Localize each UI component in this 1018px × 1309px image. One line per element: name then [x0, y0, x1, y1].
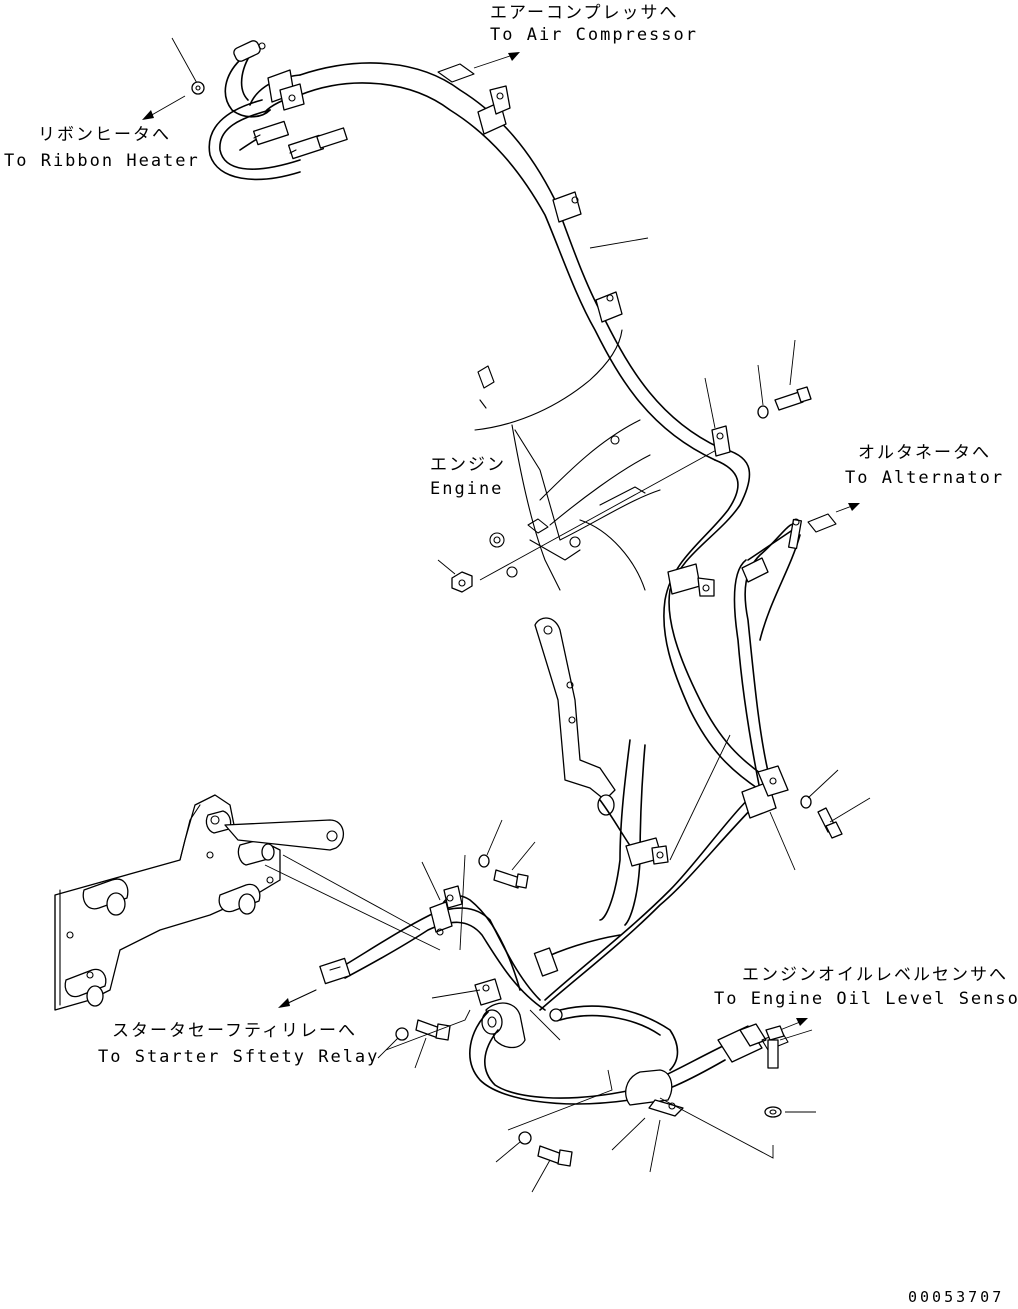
starter-relay-branch [278, 885, 621, 1011]
alternator-label: オルタネータへ To Alternator [845, 443, 1004, 488]
main-harness-middle [663, 425, 771, 791]
drawing-number: 00053707 [908, 1288, 1004, 1306]
svg-text:スタータセーフティリレーへ: スタータセーフティリレーへ [112, 1021, 357, 1041]
svg-text:エンジンオイルレベルセンサへ: エンジンオイルレベルセンサへ [742, 965, 1008, 985]
svg-text:オルタネータへ: オルタネータへ [858, 443, 991, 463]
ribbon-heater-arrow [142, 81, 205, 120]
svg-text:To Starter Sftety Relay: To Starter Sftety Relay [98, 1047, 379, 1067]
svg-text:To Alternator: To Alternator [845, 468, 1004, 488]
nut [437, 559, 473, 593]
engine-bracket-area [474, 329, 661, 591]
svg-text:エンジン: エンジン [430, 455, 506, 475]
svg-text:Engine: Engine [430, 479, 503, 499]
svg-text:リボンヒータへ: リボンヒータへ [38, 125, 171, 145]
oil-sensor-branch [469, 978, 808, 1117]
oil-sensor-label: エンジンオイルレベルセンサへ To Engine Oil Level Senso… [714, 965, 1018, 1009]
lower-fasteners [377, 819, 816, 1193]
bolt-washer-right [669, 734, 871, 871]
main-harness-lower [539, 739, 789, 1011]
svg-text:To Engine Oil Level Sensor: To Engine Oil Level Sensor [714, 989, 1018, 1009]
svg-text:To Air Compressor: To Air Compressor [490, 25, 698, 45]
svg-text:エアーコンプレッサへ: エアーコンプレッサへ [490, 3, 678, 23]
bolt-washer-top [704, 339, 812, 429]
air-compressor-arrow [437, 52, 520, 83]
engine-label: エンジン Engine [430, 455, 506, 499]
starter-bracket-plate [54, 794, 344, 1011]
leader-lines-lower [171, 37, 774, 1173]
air-compressor-label: エアーコンプレッサへ To Air Compressor [490, 3, 698, 45]
ribbon-heater-label: リボンヒータへ To Ribbon Heater [4, 125, 200, 171]
alternator-branch [733, 503, 860, 791]
upper-clamps [267, 69, 623, 323]
svg-text:To Ribbon Heater: To Ribbon Heater [4, 151, 200, 171]
starter-relay-label: スタータセーフティリレーへ To Starter Sftety Relay [98, 1021, 379, 1067]
front-bracket [534, 617, 641, 861]
ribbon-heater-branch [208, 99, 348, 181]
